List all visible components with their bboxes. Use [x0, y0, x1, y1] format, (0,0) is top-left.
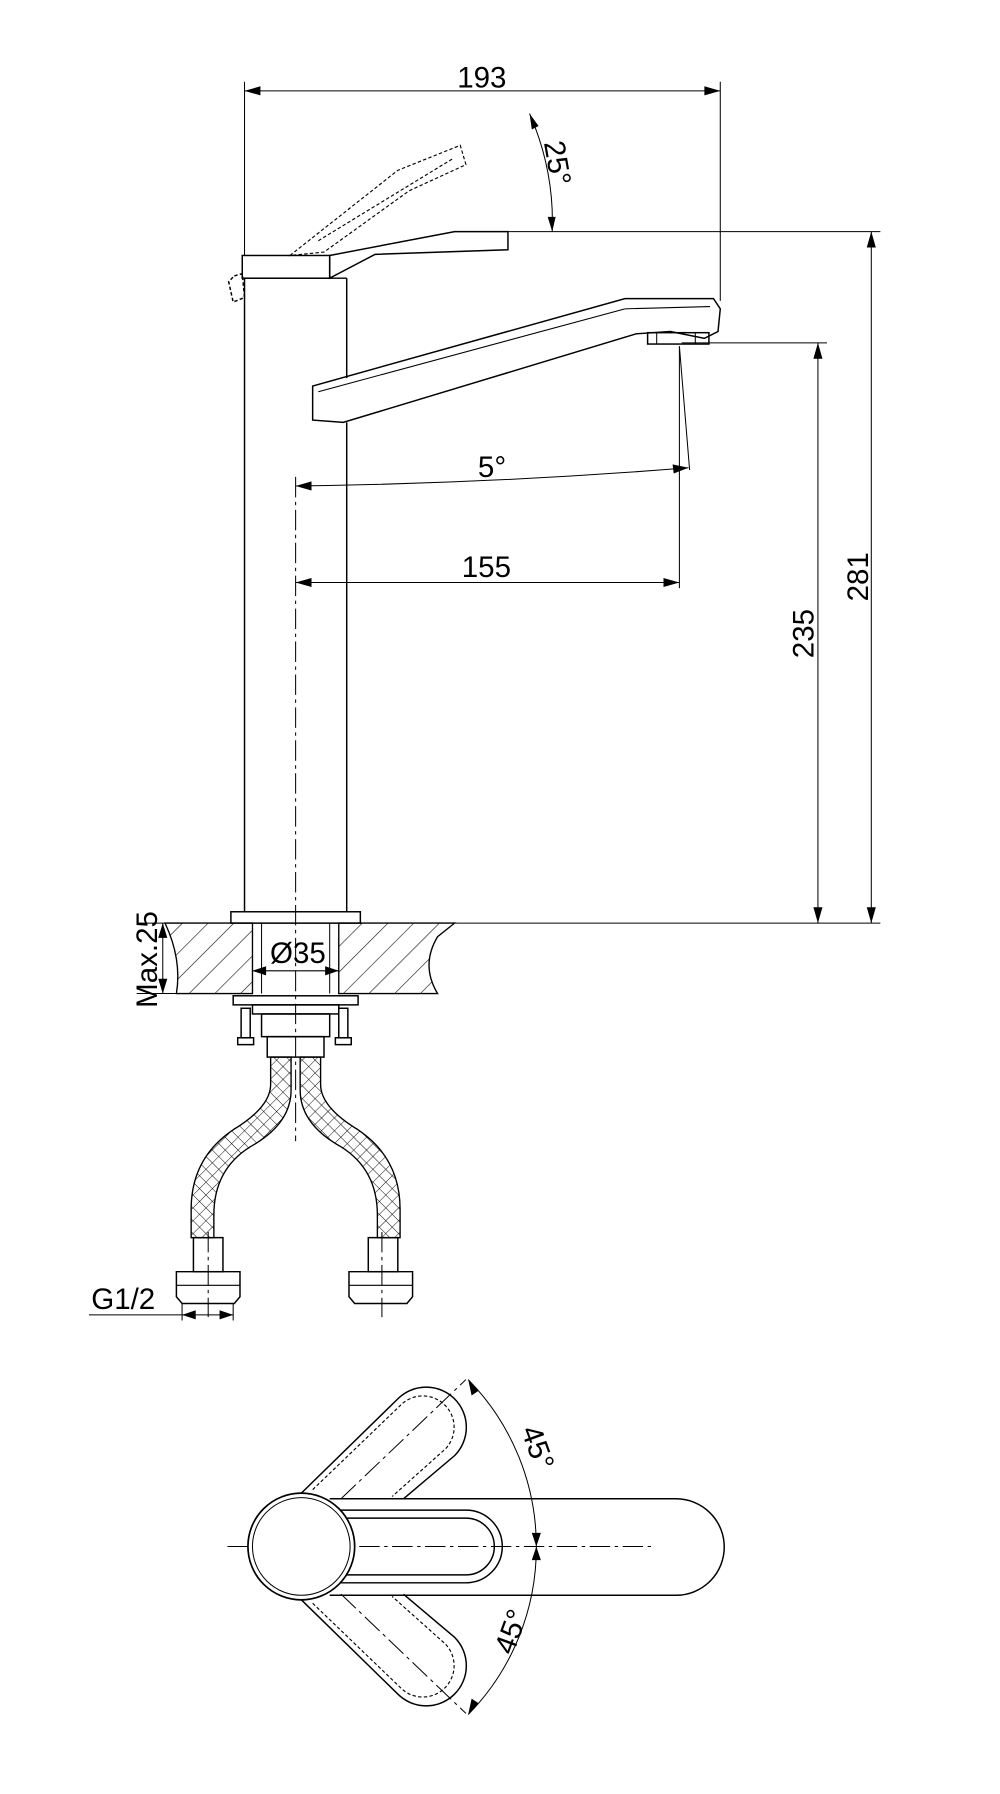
- handle-rotated-right: [297, 1593, 468, 1714]
- dimension-label-g1-2: G1/2: [91, 1283, 155, 1316]
- mounting-hardware: [232, 995, 359, 1058]
- dimension-thread: G1/2: [88, 1283, 234, 1321]
- spout: [311, 297, 722, 424]
- dimension-hole-diameter: Ø35: [252, 937, 339, 976]
- dimension-label-max-25: Max.25: [131, 911, 164, 1008]
- dimension-label-155: 155: [462, 551, 511, 584]
- dimension-label-281: 281: [842, 552, 875, 601]
- dimension-max-thickness: Max.25: [131, 911, 183, 1008]
- handle-knob: [247, 1492, 356, 1601]
- handle-rotated-left: [297, 1379, 468, 1500]
- dimension-handle-angle: 25°: [529, 113, 577, 232]
- handle-raised-outline: [288, 144, 467, 257]
- spout-top-outline: [329, 1498, 725, 1597]
- dimension-overall-height: 281: [842, 231, 876, 924]
- dimension-spout-height: 235: [787, 342, 823, 924]
- dimension-label-25-deg: 25°: [537, 138, 577, 188]
- dimension-spout-reach: 155: [295, 346, 680, 589]
- faucet-body: [227, 230, 509, 912]
- supply-hoses: [175, 1056, 414, 1318]
- dimension-overall-width: 193: [244, 61, 721, 301]
- dimension-label-45-deg-left: 45°: [514, 1421, 560, 1474]
- dimension-label-diameter-35: Ø35: [270, 937, 326, 970]
- top-view: 45° 45°: [227, 1379, 725, 1715]
- dimension-spout-angle: 5°: [295, 346, 691, 491]
- dimension-label-235: 235: [787, 609, 820, 658]
- side-view: 193 25°: [88, 61, 881, 1321]
- dimension-label-5-deg: 5°: [478, 451, 506, 484]
- aerator: [646, 331, 710, 345]
- dimension-rotation-angles: 45° 45°: [467, 1379, 560, 1715]
- countertop-section: [163, 922, 457, 995]
- dimension-label-193: 193: [457, 61, 506, 94]
